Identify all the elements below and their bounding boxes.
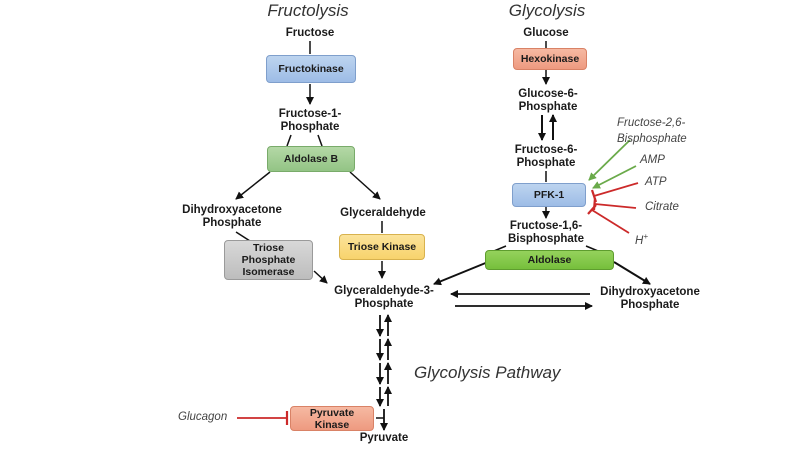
molecule-fructose-1-phosphate: Fructose-1- Phosphate xyxy=(279,108,342,134)
enzyme-label: Aldolase B xyxy=(283,153,339,165)
molecule-fructose-1-6-bisphosphate: Fructose-1,6- Bisphosphate xyxy=(508,220,584,246)
molecule-line-2: Phosphate xyxy=(518,101,578,113)
connector-f1p-aldolase-b-right xyxy=(317,134,323,147)
molecule-line-2: Phosphate xyxy=(280,121,340,133)
molecule-glucose: Glucose xyxy=(523,27,569,39)
enzyme-label-line-1: Triose xyxy=(253,242,284,254)
molecule-glyceraldehyde: Glyceraldehyde xyxy=(340,207,426,219)
molecule-fructose: Fructose xyxy=(285,27,335,39)
regulator-fructose-2-6-bisphosphate: Fructose-2,6- Bisphosphate xyxy=(617,115,687,147)
molecule-line-1: Fructose-6- xyxy=(514,144,578,156)
inhibitor-line-atp xyxy=(593,182,639,197)
molecule-dhap-left: Dihydroxyacetone Phosphate xyxy=(182,204,282,230)
regulator-h: H xyxy=(635,234,644,247)
regulator-glucagon: Glucagon xyxy=(178,411,228,423)
regulator-atp: ATP xyxy=(645,176,667,188)
enzyme-aldolase-b: Aldolase B xyxy=(267,146,355,172)
molecule-line-1: Glyceraldehyde-3- xyxy=(334,285,434,297)
heading-glycolysis: Glycolysis xyxy=(508,1,586,20)
arrow-aldolase-to-dhap xyxy=(235,171,271,200)
molecule-fructose-6-phosphate: Fructose-6- Phosphate xyxy=(515,144,578,170)
enzyme-label: PFK-1 xyxy=(533,189,565,201)
activator-arrow-f26bp xyxy=(588,139,631,181)
molecule-glucose-6-phosphate: Glucose-6- Phosphate xyxy=(518,88,577,114)
arrow-aldolase-to-g3p xyxy=(433,261,489,286)
molecule-line-2: Phosphate xyxy=(516,157,576,169)
enzyme-label-line-2: Kinase xyxy=(314,418,350,431)
enzyme-pyruvate-kinase: Pyruvate Kinase xyxy=(290,406,374,431)
molecule-line-2: Bisphosphate xyxy=(507,233,585,245)
enzyme-label-line-2: Phosphate xyxy=(241,254,296,266)
molecule-line-2: Phosphate xyxy=(354,298,414,310)
inhibitor-line-citrate xyxy=(594,203,637,209)
enzyme-label: Triose Kinase xyxy=(347,241,417,253)
enzyme-pfk1: PFK-1 xyxy=(512,183,586,207)
arrow-aldolase-to-dhap-right xyxy=(613,261,651,285)
molecule-line-1: Fructose-1,6- xyxy=(509,220,583,232)
enzyme-label-line-1: Pyruvate xyxy=(309,406,355,419)
enzyme-label: Hexokinase xyxy=(520,53,580,65)
molecule-line-2: Phosphate xyxy=(620,299,680,311)
regulator-h-plus: H+ xyxy=(635,230,648,248)
molecule-dhap-right: Dihydroxyacetone Phosphate xyxy=(600,286,700,312)
molecule-glyceraldehyde-3-phosphate: Glyceraldehyde-3- Phosphate xyxy=(334,285,434,311)
regulator-citrate: Citrate xyxy=(645,201,679,213)
activator-arrow-amp xyxy=(592,165,637,189)
molecule-line-1: Fructose-1- xyxy=(278,108,342,120)
inhibitor-line-h-plus xyxy=(591,209,630,234)
enzyme-label: Aldolase xyxy=(527,254,572,266)
heading-glycolysis-pathway: Glycolysis Pathway xyxy=(414,363,561,382)
enzyme-label-line-3: Isomerase xyxy=(242,266,295,278)
regulator-line-1: Fructose-2,6- xyxy=(617,117,686,129)
enzyme-hexokinase: Hexokinase xyxy=(513,48,587,70)
molecule-line-1: Dihydroxyacetone xyxy=(600,286,700,298)
connector-dhap-tpi xyxy=(235,231,251,242)
enzyme-label: Fructokinase xyxy=(278,63,344,75)
molecule-line-2: Phosphate xyxy=(202,217,262,229)
regulator-h-superscript: + xyxy=(643,232,648,241)
connector-f1p-aldolase-b xyxy=(286,134,292,147)
heading-fructolysis: Fructolysis xyxy=(267,1,349,20)
molecule-line-1: Dihydroxyacetone xyxy=(182,204,282,216)
enzyme-aldolase: Aldolase xyxy=(485,250,614,270)
enzyme-triose-phosphate-isomerase: Triose Phosphate Isomerase xyxy=(224,240,313,280)
arrow-aldolase-to-glyceraldehyde xyxy=(349,171,381,200)
molecule-line-1: Glucose-6- xyxy=(518,88,578,100)
arrow-tpi-to-g3p xyxy=(313,270,328,284)
enzyme-fructokinase: Fructokinase xyxy=(266,55,356,83)
regulator-amp: AMP xyxy=(640,154,665,166)
regulator-line-2: Bisphosphate xyxy=(617,133,687,145)
molecule-pyruvate: Pyruvate xyxy=(359,432,409,444)
enzyme-triose-kinase: Triose Kinase xyxy=(339,234,425,260)
inhibitor-bar-h-plus xyxy=(587,204,597,215)
